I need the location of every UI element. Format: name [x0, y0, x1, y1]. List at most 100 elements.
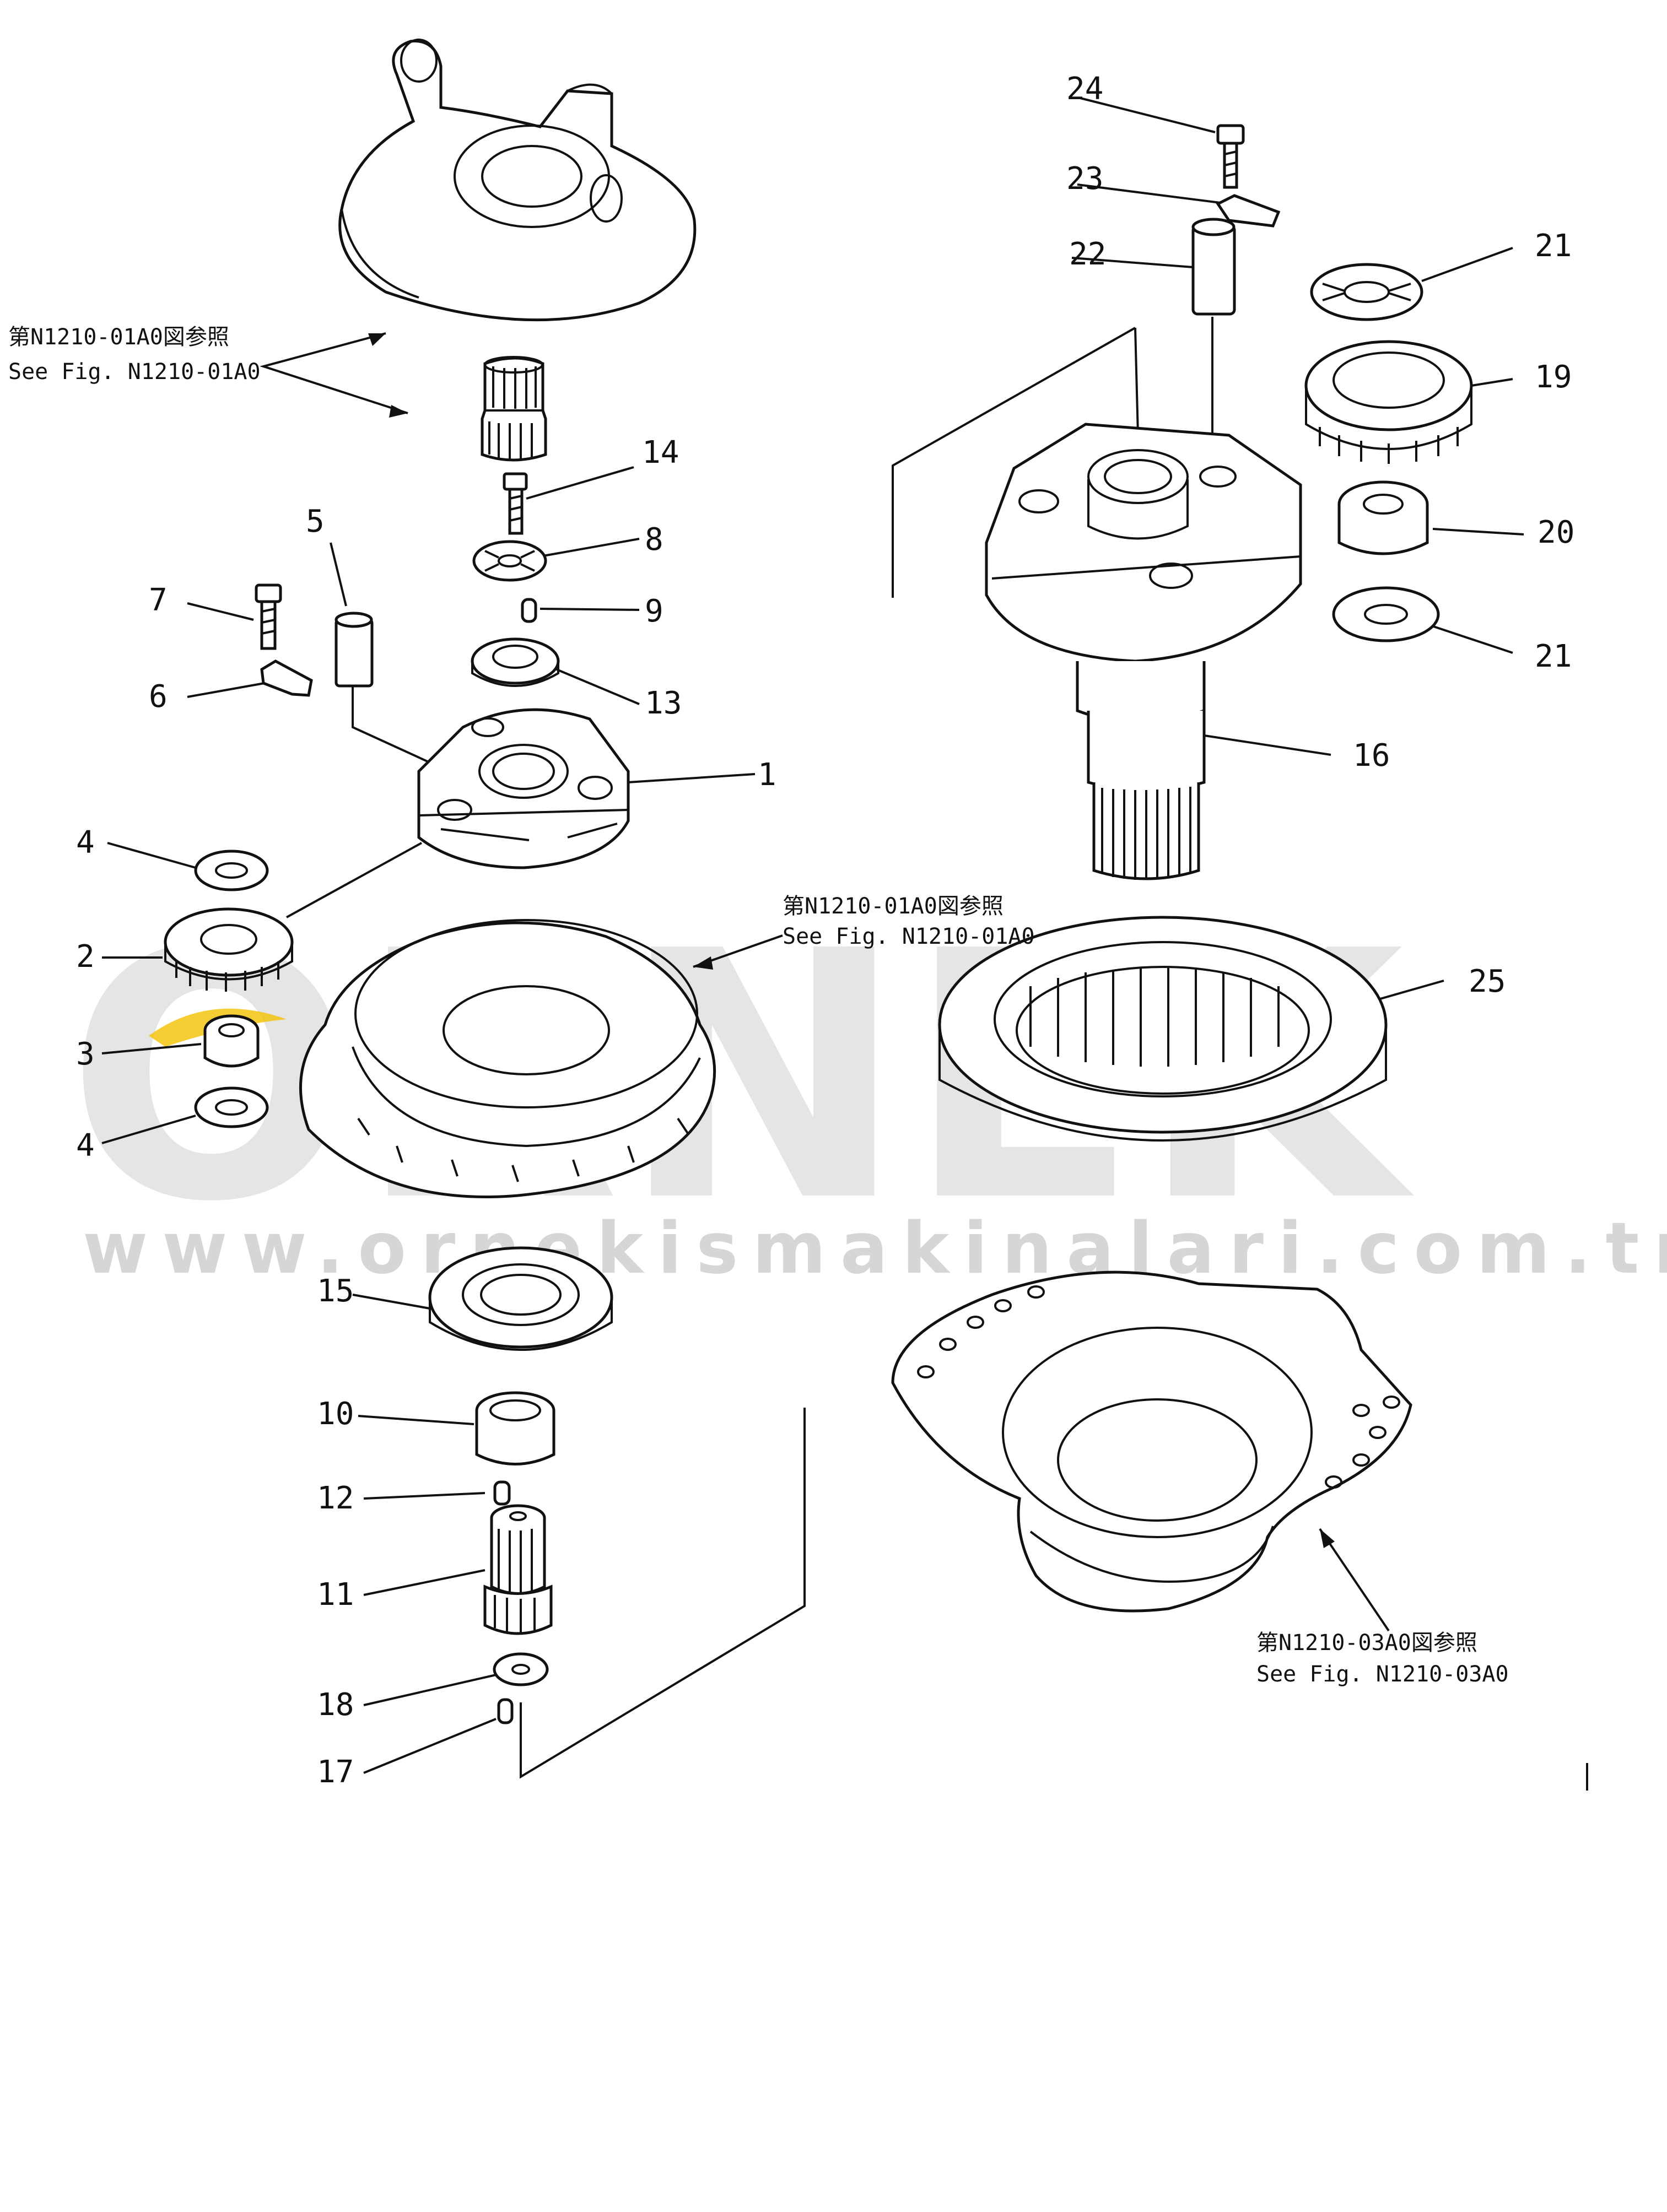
part-1 — [417, 708, 630, 869]
guide-17-18 — [520, 1408, 806, 1779]
label-12: 12 — [317, 1480, 354, 1516]
part-5 — [335, 612, 374, 688]
ref1-ja: 第N1210-01A0図参照 — [8, 325, 229, 350]
label-16: 16 — [1353, 738, 1390, 774]
arrow-ref2 — [693, 956, 713, 970]
label-3: 3 — [76, 1036, 95, 1072]
label-17: 17 — [317, 1754, 354, 1790]
leader-23 — [1077, 183, 1229, 205]
leader-24 — [1080, 97, 1216, 133]
label-11: 11 — [317, 1577, 354, 1613]
part-24 — [1216, 124, 1245, 189]
label-2: 2 — [76, 939, 95, 975]
leader-ref3 — [1319, 1528, 1390, 1632]
part-9 — [521, 598, 537, 623]
part-2 — [164, 907, 294, 992]
guide-carrier — [892, 327, 1136, 598]
label-4b: 4 — [76, 1128, 95, 1164]
leader-1 — [628, 773, 756, 783]
label-21b: 21 — [1535, 639, 1572, 674]
label-25: 25 — [1469, 964, 1506, 999]
part-10 — [475, 1391, 555, 1465]
bottom-housing — [891, 1270, 1412, 1613]
part-15 — [428, 1246, 613, 1351]
top-pinion — [481, 356, 547, 462]
leader-22 — [1071, 257, 1194, 268]
leader-18 — [363, 1674, 497, 1706]
arrow-ref1a — [368, 333, 386, 346]
leader-ref1 — [259, 332, 408, 414]
leader-lines — [101, 97, 1524, 1779]
arrow-ref1b — [389, 405, 408, 418]
leader-5 — [330, 542, 347, 607]
part-3 — [203, 1014, 260, 1068]
label-21a: 21 — [1535, 228, 1572, 264]
part-20 — [1337, 480, 1429, 555]
ref1-en: See Fig. N1210-01A0 — [8, 359, 261, 385]
ring-housing — [299, 919, 716, 1198]
arrow-ref3 — [1320, 1529, 1335, 1548]
label-19: 19 — [1535, 359, 1572, 395]
leader-6 — [187, 682, 265, 698]
part-13 — [471, 637, 560, 687]
label-14: 14 — [642, 435, 679, 470]
label-8: 8 — [645, 522, 663, 558]
part-11 — [483, 1504, 553, 1635]
label-7: 7 — [149, 582, 168, 618]
part-14 — [503, 472, 528, 535]
leader-4a — [107, 842, 196, 869]
part-12 — [493, 1480, 511, 1506]
label-13: 13 — [645, 685, 682, 721]
part-8 — [472, 540, 547, 582]
part-7 — [255, 583, 282, 650]
reference-notes: 第N1210-01A0図参照 See Fig. N1210-01A0 第N121… — [8, 325, 1509, 1687]
leader-21a — [1421, 247, 1513, 282]
part-19 — [1304, 340, 1473, 464]
part-4b — [194, 1086, 269, 1128]
ref3-ja: 第N1210-03A0図参照 — [1256, 1630, 1477, 1656]
ref3-en: See Fig. N1210-03A0 — [1256, 1662, 1509, 1687]
leader-10 — [358, 1415, 474, 1425]
label-20: 20 — [1537, 515, 1574, 550]
leader-15 — [352, 1294, 430, 1310]
leader-17 — [363, 1718, 497, 1774]
leader-21b — [1421, 621, 1513, 654]
leader-9 — [540, 608, 640, 611]
top-housing — [338, 39, 697, 322]
leader-16 — [1204, 734, 1331, 756]
label-24: 24 — [1066, 71, 1103, 107]
part-18 — [493, 1652, 549, 1686]
label-6: 6 — [149, 679, 168, 715]
watermark-url: www.ornekismakinalari.com.tr — [83, 1208, 1667, 1290]
leader-8 — [540, 538, 640, 558]
part-6 — [260, 659, 313, 697]
leader-3 — [101, 1043, 202, 1054]
part-23 — [1216, 194, 1281, 228]
leader-19 — [1471, 378, 1513, 387]
label-23: 23 — [1066, 161, 1103, 197]
label-5: 5 — [306, 504, 325, 539]
part-22 — [1191, 218, 1236, 316]
bottom-housing-bolt-holes — [917, 1285, 1400, 1489]
parts — [164, 39, 1588, 1791]
label-18: 18 — [317, 1687, 354, 1723]
label-9: 9 — [645, 593, 663, 629]
leader-11 — [363, 1569, 485, 1596]
part-labels: 24 23 22 21 19 20 21 16 25 14 8 9 13 1 5… — [76, 71, 1574, 1790]
ref2-ja: 第N1210-01A0図参照 — [783, 894, 1004, 919]
part-4a — [194, 850, 269, 891]
leader-12 — [363, 1492, 485, 1500]
leader-13 — [556, 668, 640, 705]
part-17 — [497, 1698, 514, 1724]
ref2-en: See Fig. N1210-01A0 — [783, 924, 1035, 949]
leader-20 — [1432, 528, 1524, 536]
label-1: 1 — [758, 757, 776, 793]
label-15: 15 — [317, 1273, 354, 1309]
part-16 — [985, 423, 1302, 880]
label-4a: 4 — [76, 825, 95, 861]
guide-1-to-2 — [286, 842, 422, 918]
leader-7 — [187, 602, 254, 621]
label-10: 10 — [317, 1396, 354, 1432]
guide-carrier-b — [1134, 327, 1139, 436]
